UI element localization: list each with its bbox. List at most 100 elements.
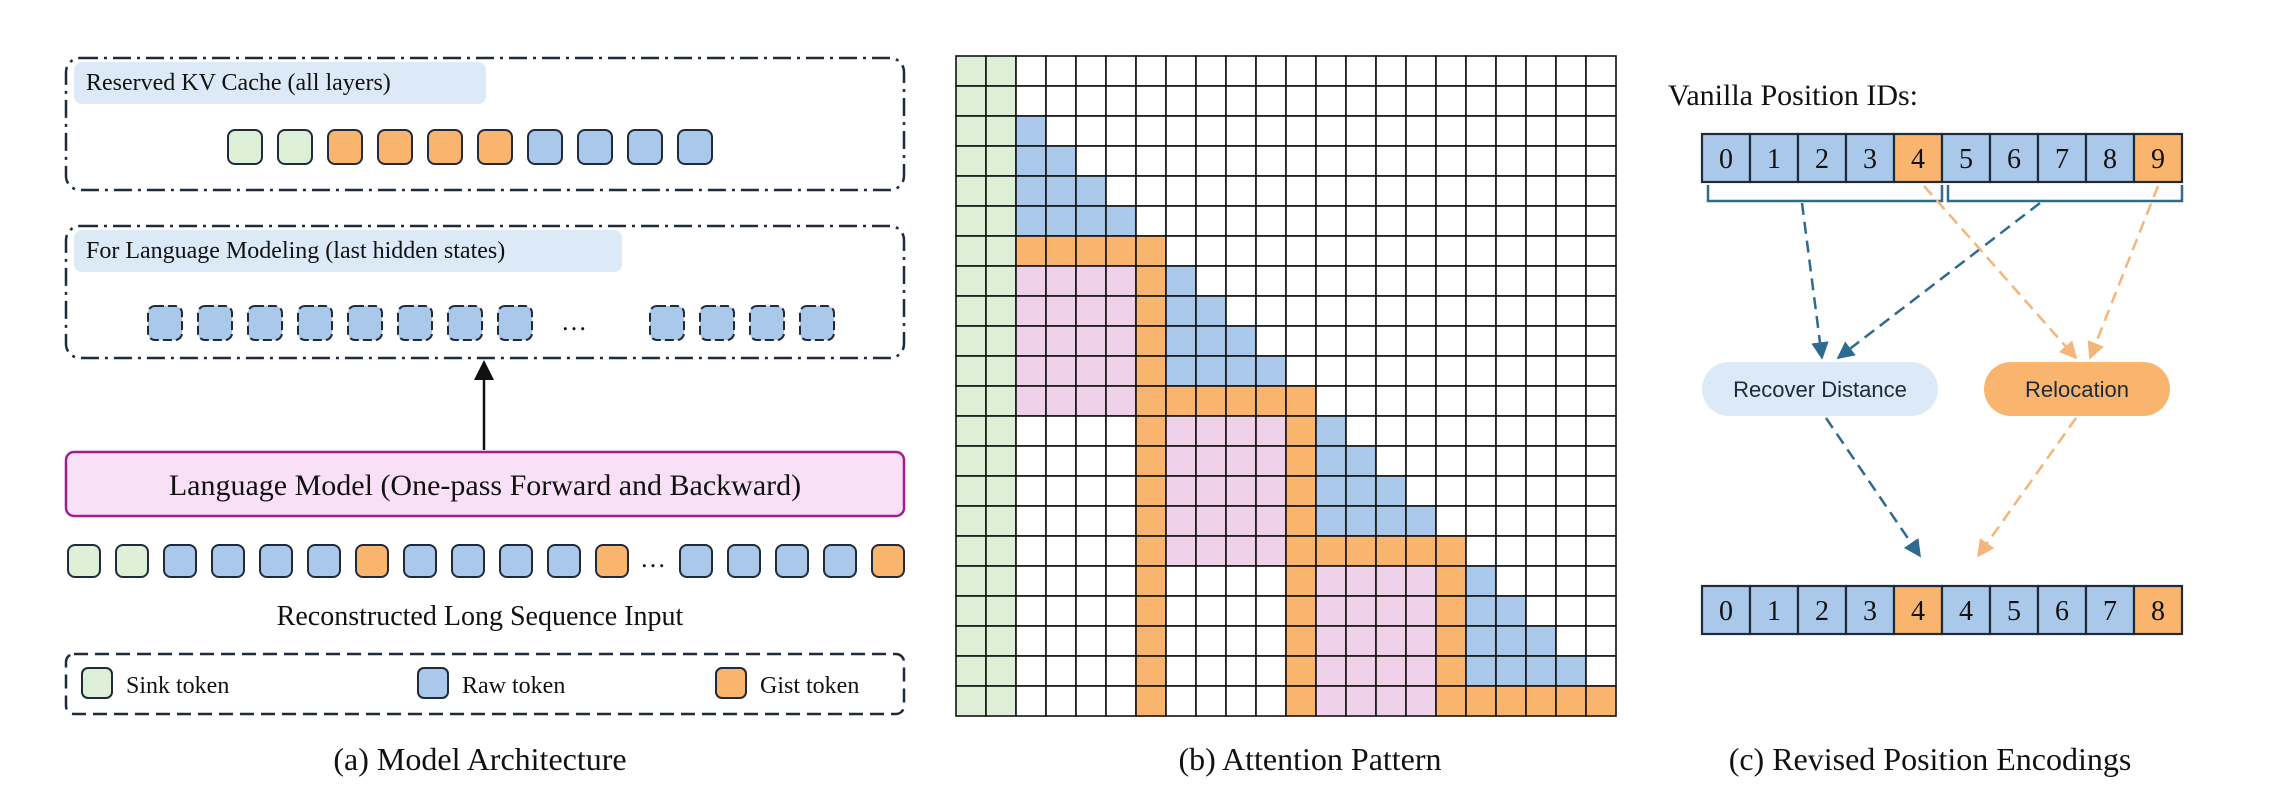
revised-position-cell [1892,584,1944,636]
input-token-gist [595,544,629,578]
kv-token-raw [627,129,663,165]
attention-cell [1015,295,1047,327]
attention-cell [1105,55,1137,87]
attention-cell [1165,85,1197,117]
attention-cell [985,325,1017,357]
attention-cell [1555,295,1587,327]
input-token-row [67,544,905,578]
attention-cell [1495,265,1527,297]
attention-cell [985,595,1017,627]
kv-token-raw [677,129,713,165]
attention-cell [1195,325,1227,357]
attention-cell [1285,655,1317,687]
attention-cell [1375,235,1407,267]
attention-cell [1465,355,1497,387]
revised-position-id: 7 [2103,596,2117,627]
attention-cell [1045,115,1077,147]
attention-cell [1315,625,1347,657]
attention-cell [1195,505,1227,537]
attention-cell [1105,505,1137,537]
attention-cell [1585,535,1617,567]
attention-cell [1435,145,1467,177]
attention-cell [1165,475,1197,507]
attention-cell [955,595,987,627]
attention-cell [955,655,987,687]
attention-cell [1075,325,1107,357]
attention-cell [1435,415,1467,447]
attention-cell [1555,655,1587,687]
vanilla-position-id: 5 [1959,144,1973,175]
attention-cell [1375,145,1407,177]
attention-cell [1195,115,1227,147]
attention-cell [1585,175,1617,207]
attention-cell [1525,565,1557,597]
attention-cell [1135,445,1167,477]
attention-cell [1105,205,1137,237]
attention-cell [1345,175,1377,207]
attention-cell [1255,415,1287,447]
attention-cell [1045,685,1077,717]
attention-cell [955,355,987,387]
attention-cell [1105,625,1137,657]
attention-cell [1165,355,1197,387]
attention-cell [1345,475,1377,507]
attention-cell [1285,175,1317,207]
attention-cell [1525,535,1557,567]
attention-cell [1405,175,1437,207]
input-token-raw [259,544,293,578]
attention-cell [1495,325,1527,357]
attention-cell [1285,535,1317,567]
attention-cell [1525,415,1557,447]
attention-cell [1405,265,1437,297]
attention-cell [1405,115,1437,147]
attention-cell [1405,295,1437,327]
attention-cell [1285,565,1317,597]
vanilla-position-id: 6 [2007,144,2021,175]
vanilla-position-cell [1892,132,1944,184]
attention-cell [985,415,1017,447]
attention-cell [1585,385,1617,417]
kv-token-sink [227,129,263,165]
attention-cell [1555,115,1587,147]
kv-cache-label-bg [74,62,486,104]
attention-cell [1165,655,1197,687]
attention-cell [1195,385,1227,417]
attention-cell [1165,115,1197,147]
attention-cell [1525,655,1557,687]
attention-cell [1195,355,1227,387]
kv-token-row [227,129,713,165]
attention-cell [1195,685,1227,717]
attention-cell [1105,295,1137,327]
attention-cell [985,145,1017,177]
attention-cell [1075,145,1107,177]
attention-cell [1285,235,1317,267]
attention-cell [1135,325,1167,357]
attention-cell [985,85,1017,117]
input-token-raw [211,544,245,578]
attention-cell [1135,55,1167,87]
attention-cell [1315,55,1347,87]
attention-cell [1225,415,1257,447]
attention-cell [1345,55,1377,87]
attention-cell [1495,505,1527,537]
attention-cell [1525,235,1557,267]
attention-cell [1405,535,1437,567]
input-token-raw [727,544,761,578]
revised-position-cell [1988,584,2040,636]
revised-position-id: 0 [1719,596,1733,627]
attention-cell [1255,55,1287,87]
attention-cell [1315,175,1347,207]
attention-cell [1165,175,1197,207]
revised-position-cell [1940,584,1992,636]
attention-cell [1045,505,1077,537]
kv-token-gist [377,129,413,165]
attention-cell [1195,565,1227,597]
attention-cell [1495,235,1527,267]
attention-cell [1255,475,1287,507]
attention-cell [1555,475,1587,507]
attention-cell [1255,295,1287,327]
attention-cell [1465,175,1497,207]
attention-cell [1195,535,1227,567]
attention-cell [1075,355,1107,387]
attention-cell [985,115,1017,147]
